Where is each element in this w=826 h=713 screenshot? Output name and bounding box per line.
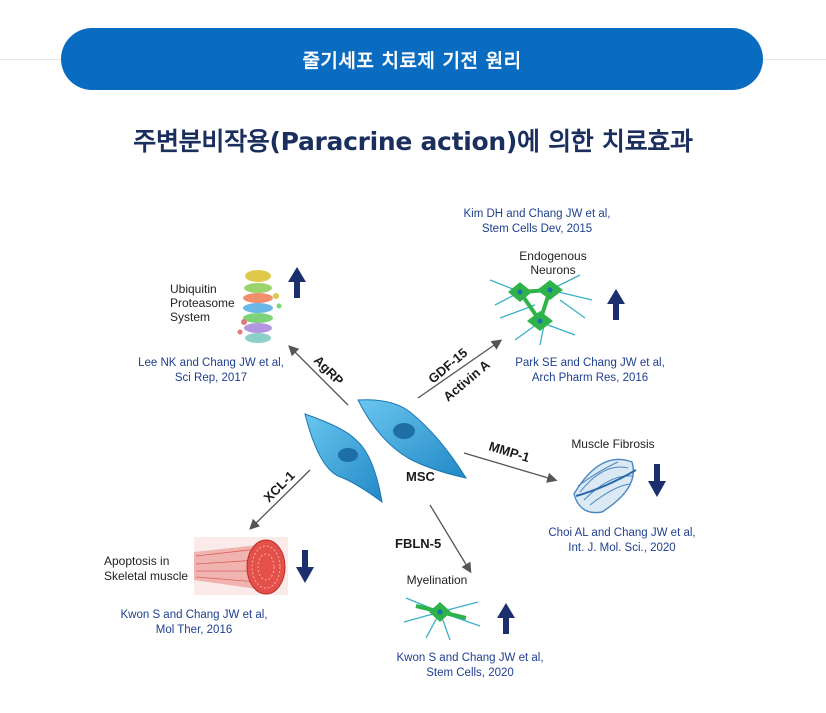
neurons-label-line1: Endogenous — [519, 249, 586, 263]
ubiquitin-citation-line1: Lee NK and Chang JW et al, — [138, 357, 284, 369]
ubiquitin-label-line2: Proteasome — [170, 296, 235, 310]
neurons-top-citation-line2: Stem Cells Dev, 2015 — [482, 223, 592, 235]
fibrosis-image — [573, 458, 637, 514]
banner-text: 줄기세포 치료제 기전 원리 — [302, 49, 522, 72]
proteasome-image — [237, 270, 282, 343]
fibrosis-citation-line2: Int. J. Mol. Sci., 2020 — [568, 542, 675, 554]
page-title: 주변분비작용(Paracrine action)에 의한 치료효과 — [133, 127, 693, 156]
fibrosis-label: Muscle Fibrosis — [571, 437, 654, 451]
node-fibrosis: Muscle Fibrosis Choi AL and Chang JW et … — [548, 437, 695, 554]
neurons-image — [489, 274, 593, 346]
molecule-agrp: AgRP — [311, 353, 347, 389]
node-neurons: Kim DH and Chang JW et al, Stem Cells De… — [463, 208, 664, 384]
msc-cell-right — [357, 399, 468, 479]
neurons-citation-line2: Arch Pharm Res, 2016 — [532, 372, 648, 384]
arrow-to-fibrosis — [463, 452, 558, 483]
apoptosis-citation-line2: Mol Ther, 2016 — [156, 624, 233, 636]
neurons-citation-line1: Park SE and Chang JW et al, — [515, 357, 665, 369]
ubiquitin-up-arrow-icon — [288, 267, 306, 298]
skeletal-muscle-image — [194, 537, 288, 595]
neurons-up-arrow-icon — [607, 289, 625, 320]
msc-nucleus-right — [393, 423, 415, 439]
neurons-label-line2: Neurons — [530, 263, 575, 277]
molecule-mmp1: MMP-1 — [487, 439, 531, 466]
node-ubiquitin: Ubiquitin Proteasome System Lee NK and C… — [138, 267, 306, 384]
ubiquitin-label-line3: System — [170, 310, 210, 324]
apoptosis-citation-line1: Kwon S and Chang JW et al, — [120, 609, 267, 621]
myelination-image — [403, 597, 481, 641]
node-myelination: Myelination Kwon S and Chang JW et al, S… — [396, 573, 543, 679]
myelination-up-arrow-icon — [497, 603, 515, 634]
arrow-to-ubiquitin — [288, 345, 349, 406]
neurons-top-citation-line1: Kim DH and Chang JW et al, — [463, 208, 610, 220]
myelination-citation-line2: Stem Cells, 2020 — [426, 667, 514, 679]
molecule-fbln5: FBLN-5 — [395, 536, 441, 551]
apoptosis-label-line2: Skeletal muscle — [104, 569, 188, 583]
apoptosis-label-line1: Apoptosis in — [104, 554, 169, 568]
msc-cells — [304, 399, 468, 504]
apoptosis-down-arrow-icon — [296, 550, 314, 583]
fibrosis-citation-line1: Choi AL and Chang JW et al, — [548, 527, 695, 539]
pathway-arrows — [249, 339, 558, 574]
arrow-to-myelination — [429, 504, 472, 574]
myelination-label: Myelination — [407, 573, 468, 587]
section-banner: 줄기세포 치료제 기전 원리 — [61, 28, 763, 90]
msc-label: MSC — [406, 469, 436, 484]
msc-nucleus-left — [338, 448, 358, 462]
arrow-to-apoptosis — [249, 469, 311, 530]
ubiquitin-label-line1: Ubiquitin — [170, 282, 217, 296]
myelination-citation-line1: Kwon S and Chang JW et al, — [396, 652, 543, 664]
node-apoptosis: Apoptosis in Skeletal muscle Kwon S and … — [104, 537, 314, 636]
ubiquitin-citation-line2: Sci Rep, 2017 — [175, 372, 247, 384]
arrow-to-neurons — [417, 339, 503, 399]
fibrosis-down-arrow-icon — [648, 464, 666, 497]
